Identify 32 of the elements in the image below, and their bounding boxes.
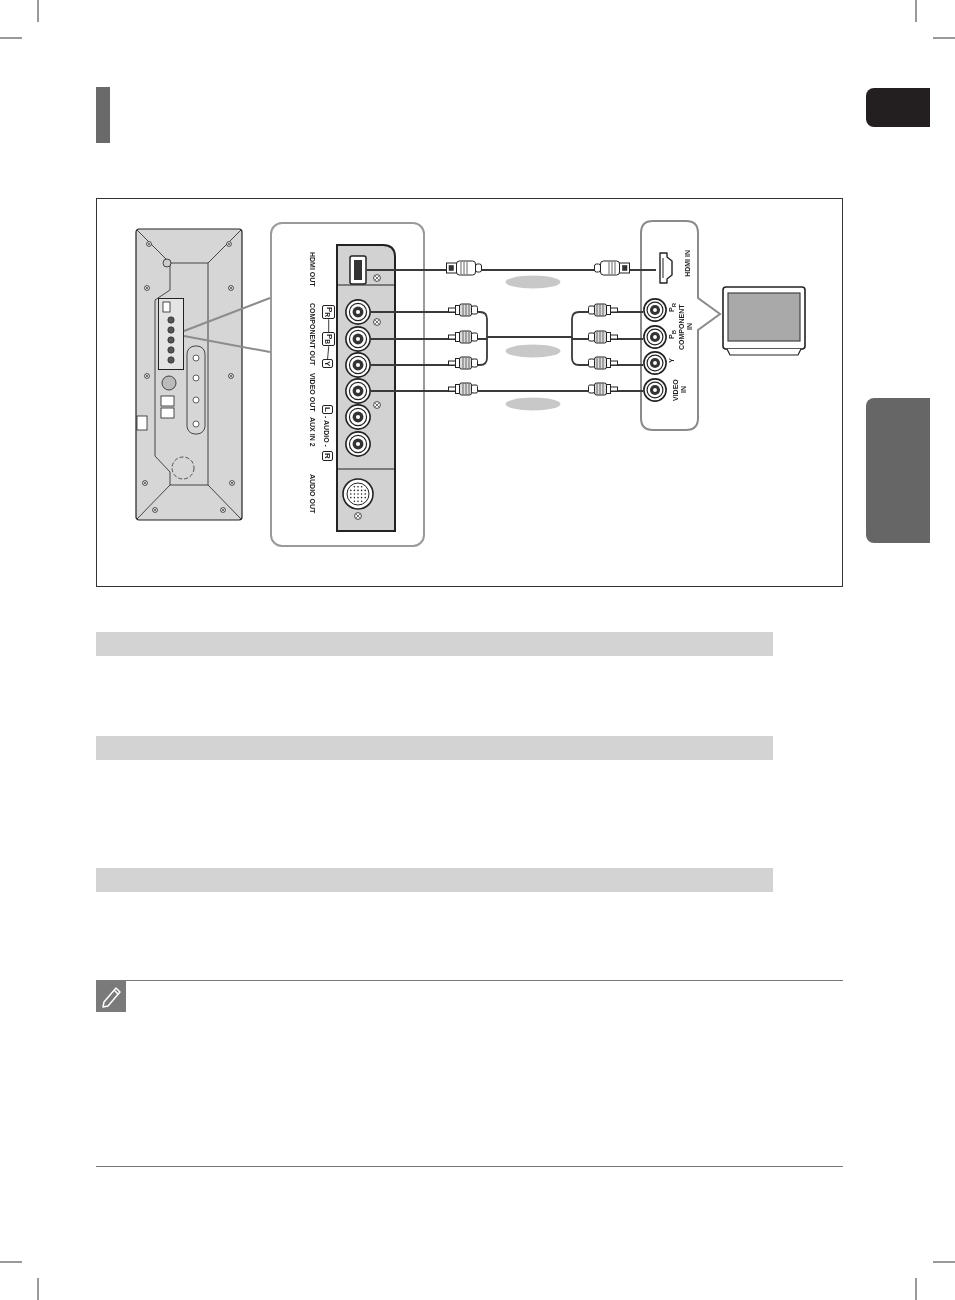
cable-line: [366, 269, 657, 271]
joining-line: [327, 345, 330, 360]
cable-line: [370, 336, 488, 340]
device-rear-drawing: [135, 228, 243, 521]
rca-jack-icon: [643, 298, 667, 322]
cable-line: [571, 336, 644, 366]
cable-bundle-line: [486, 336, 573, 338]
cable-line: [571, 311, 644, 338]
rca-jack-icon: [345, 326, 371, 352]
hdmi-port-icon: [349, 255, 367, 285]
din-port-icon: [342, 478, 374, 510]
port-symbol: L: [322, 405, 334, 414]
rca-jack-icon: [643, 325, 667, 349]
connector-area: [158, 298, 184, 370]
rca-jack-icon: [643, 378, 667, 402]
cable-line: [370, 311, 488, 338]
port-symbol: R: [322, 451, 334, 461]
tv-panel-callout: [640, 220, 722, 431]
cable-line: [370, 336, 488, 366]
port-symbol: Y: [322, 359, 334, 369]
cable-line: [370, 390, 644, 392]
callout-box: [270, 222, 425, 547]
hdmi-port-icon: [656, 252, 674, 284]
rca-jack-icon: [643, 351, 667, 375]
rca-jack-icon: [345, 431, 371, 457]
rca-jack-icon: [345, 378, 371, 404]
rca-jack-icon: [345, 352, 371, 378]
magnifier-lines: [183, 297, 271, 353]
rca-jack-icon: [345, 299, 371, 325]
joining-line: [328, 318, 330, 333]
television-drawing: [722, 286, 806, 356]
rca-jack-icon: [345, 404, 371, 430]
